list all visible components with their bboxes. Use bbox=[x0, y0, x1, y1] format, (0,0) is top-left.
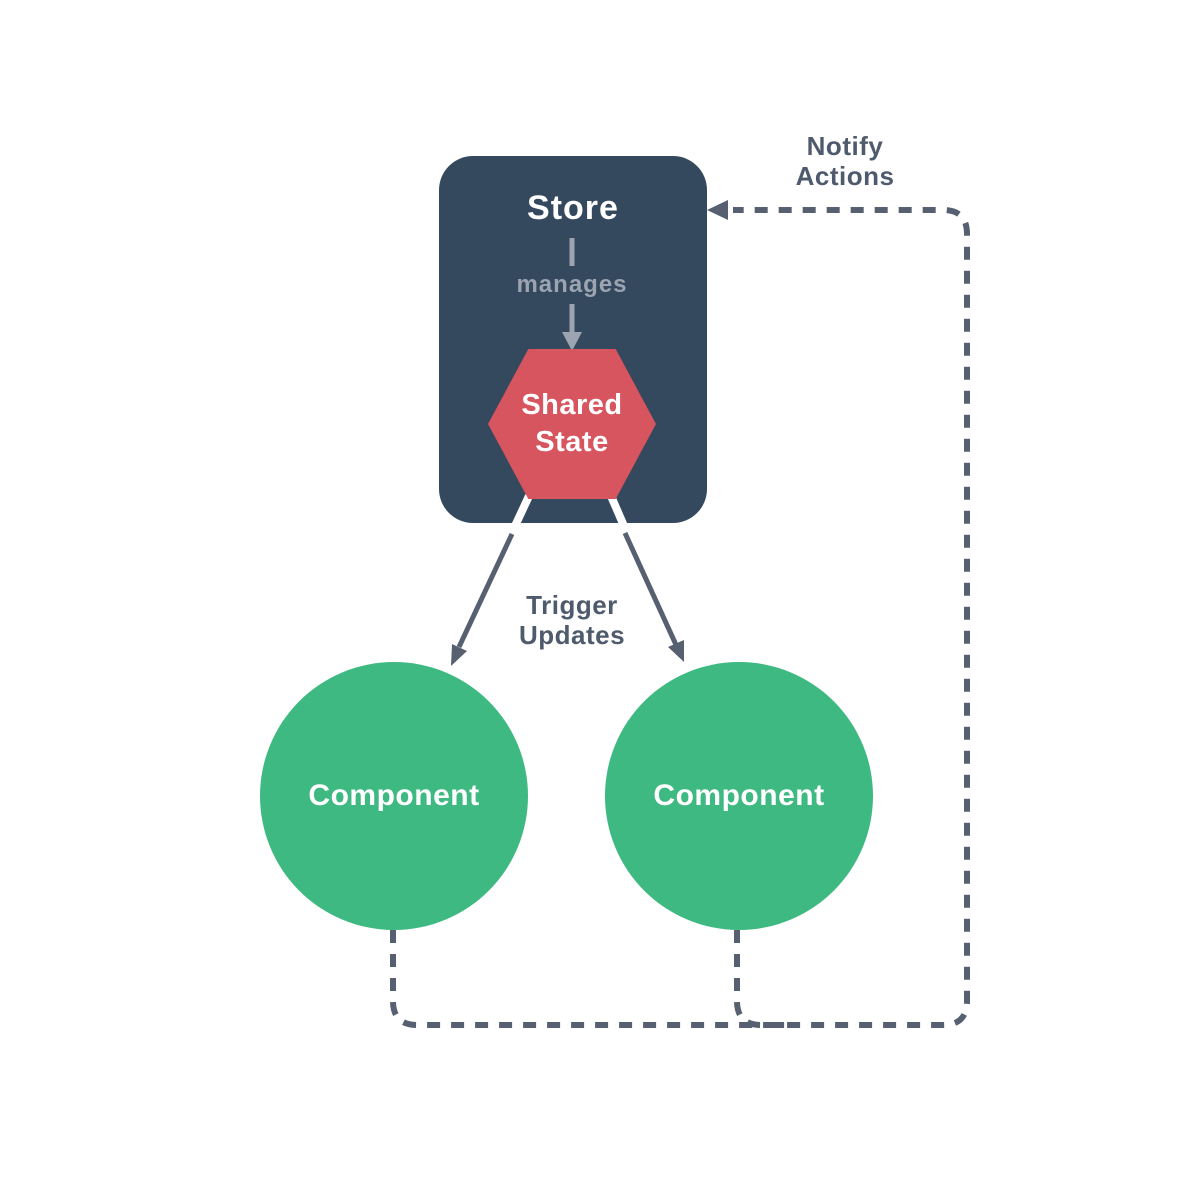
store-label: Store bbox=[527, 189, 619, 227]
manages-arrowhead-icon bbox=[562, 332, 582, 351]
component-label-right: Component bbox=[653, 779, 825, 812]
notify-loop-branch-path bbox=[734, 930, 790, 1028]
notify-actions-label: Notify Actions bbox=[795, 131, 895, 191]
manages-label: manages bbox=[516, 271, 628, 298]
notify-loop-main-path bbox=[390, 207, 970, 1028]
notify-arrowhead-icon bbox=[707, 200, 728, 220]
component-node-left: Component bbox=[260, 662, 528, 930]
trigger-arrow-right-head-icon bbox=[668, 640, 684, 662]
trigger-right-casing bbox=[607, 494, 628, 528]
component-label-left: Component bbox=[308, 779, 480, 812]
shared-state-label: Shared State bbox=[521, 389, 623, 458]
trigger-left-casing bbox=[511, 494, 533, 528]
trigger-arrow-left-head-icon bbox=[451, 644, 467, 666]
shared-state-node: Shared State bbox=[488, 349, 656, 499]
component-node-right: Component bbox=[605, 662, 873, 930]
trigger-updates-label: Trigger Updates bbox=[518, 590, 626, 650]
trigger-arrow-right-line bbox=[622, 531, 680, 649]
trigger-arrow-left-line bbox=[456, 532, 515, 649]
